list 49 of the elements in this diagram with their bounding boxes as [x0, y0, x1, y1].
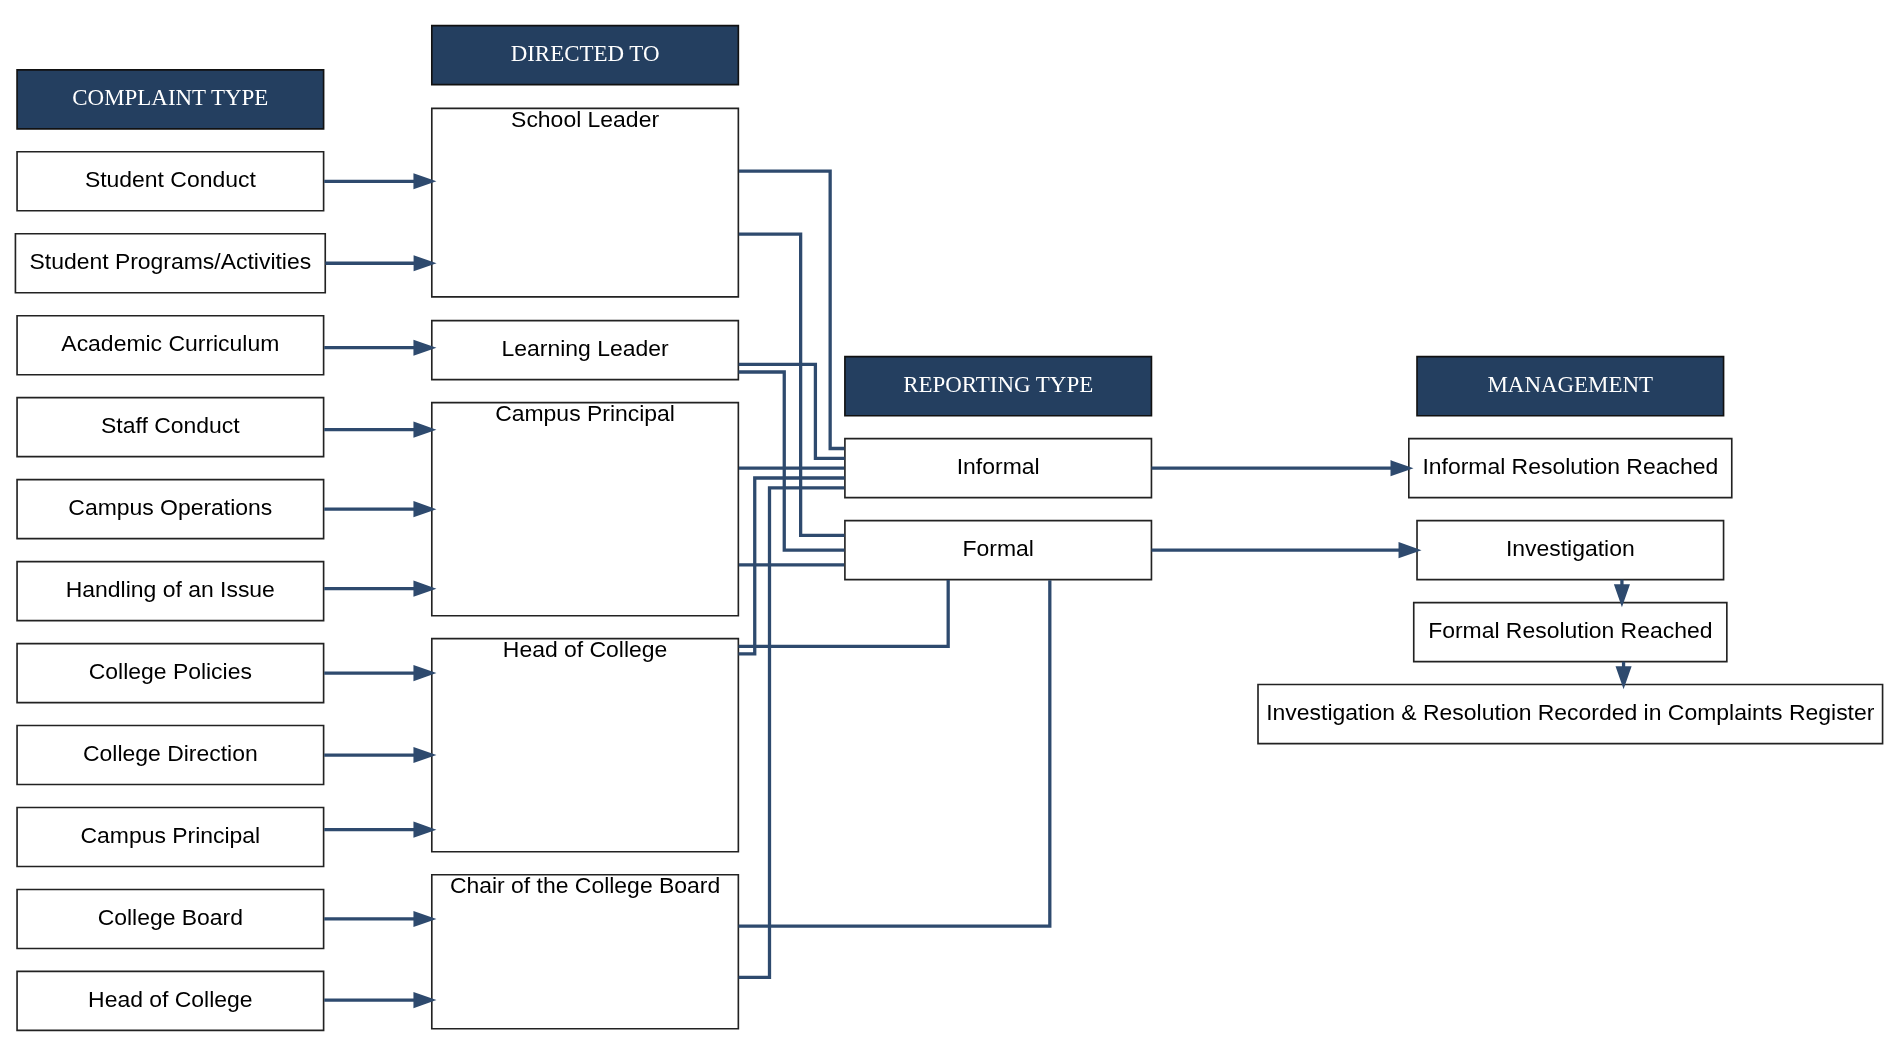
node-box: MANAGEMENT: [1416, 355, 1725, 417]
node-box: Handling of an Issue: [16, 560, 325, 621]
connector: [738, 475, 845, 656]
arrow: [324, 172, 437, 189]
node-box: Student Programs/Activities: [14, 232, 327, 294]
node-box: Head of College: [16, 970, 325, 1031]
node-box: Head of College: [431, 637, 740, 853]
node-box: Formal Resolution Reached: [1412, 601, 1728, 662]
node-box: Chair of the College Board: [431, 873, 740, 1030]
node-box: Formal: [844, 519, 1153, 580]
arrow: [324, 910, 437, 927]
arrow: [324, 664, 437, 681]
node-box: Student Conduct: [16, 150, 325, 212]
node-box: Learning Leader: [431, 319, 740, 380]
node-box: College Policies: [16, 642, 325, 703]
connector: [738, 362, 845, 460]
node-box: Academic Curriculum: [16, 314, 325, 376]
node-box: College Board: [16, 888, 325, 949]
arrow: [324, 421, 437, 438]
node-box: College Direction: [16, 724, 325, 785]
connector: [738, 579, 950, 648]
arrow: [324, 339, 437, 356]
connector: [738, 485, 845, 979]
node-box: Informal Resolution Reached: [1408, 437, 1733, 498]
connector: [738, 169, 845, 450]
arrow: [324, 991, 437, 1008]
connector: [738, 562, 845, 566]
node-box: Informal: [844, 437, 1153, 498]
node-box: Campus Principal: [16, 806, 325, 867]
arrow: [324, 821, 437, 838]
arrow: [324, 500, 437, 517]
connector: [738, 579, 1052, 928]
connector: [738, 369, 845, 552]
connector: [738, 231, 845, 537]
node-box: DIRECTED TO: [431, 24, 740, 85]
node-box: Staff Conduct: [16, 396, 325, 457]
arrow: [324, 580, 437, 597]
arrow: [324, 746, 437, 763]
arrow: [1151, 541, 1422, 558]
node-box: School Leader: [431, 107, 740, 298]
node-box: Investigation: [1416, 519, 1725, 580]
node-box: REPORTING TYPE: [844, 355, 1153, 417]
arrow: [1151, 459, 1414, 476]
connector: [738, 466, 845, 470]
node-box: Campus Principal: [431, 401, 740, 617]
node-box: Campus Operations: [16, 478, 325, 539]
arrow: [325, 254, 437, 271]
node-box: Investigation & Resolution Recorded in Complaints Register: [1257, 683, 1884, 744]
node-box: COMPLAINT TYPE: [16, 68, 325, 130]
